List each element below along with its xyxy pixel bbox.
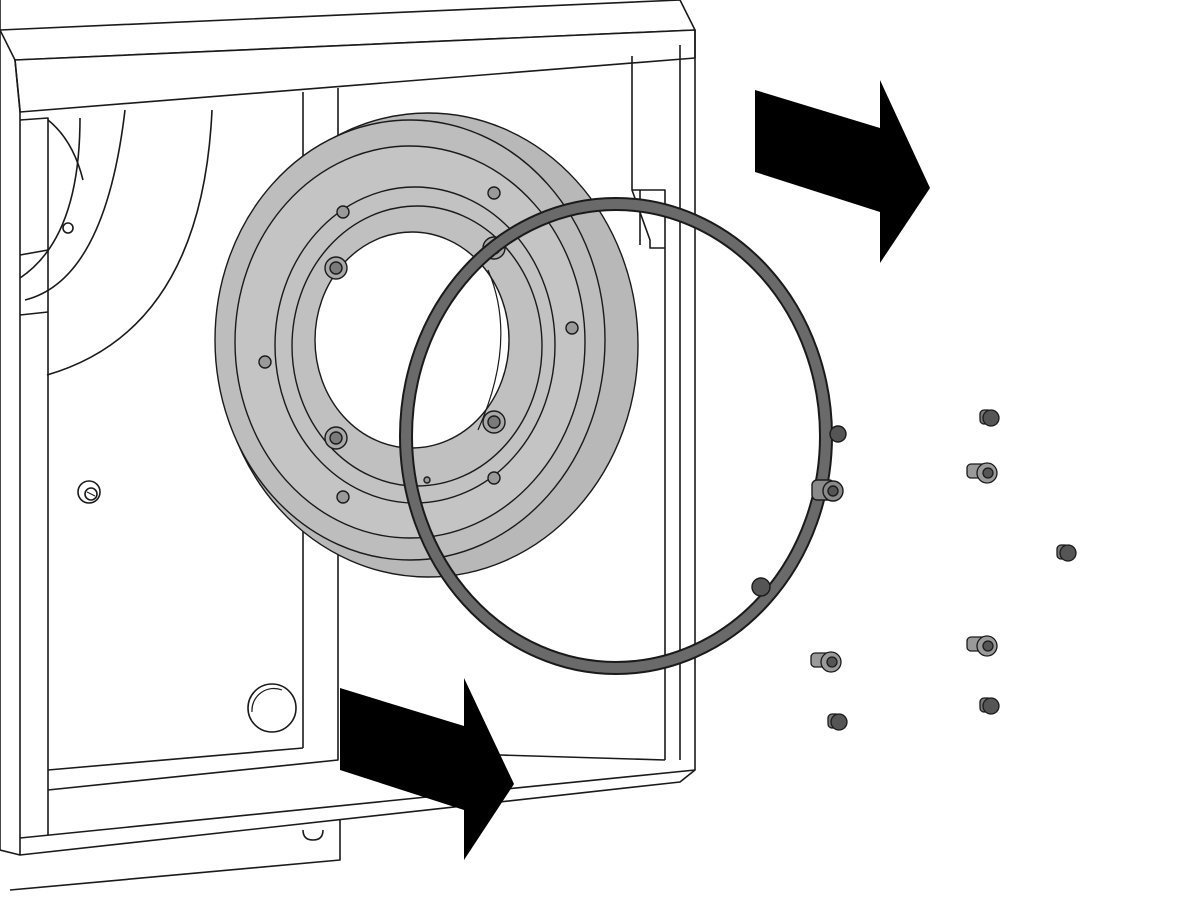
housing-port-hole: [247, 683, 297, 733]
arrow-right-icon: [755, 80, 930, 263]
retaining-ring: [399, 197, 847, 675]
flange-hole: [487, 186, 501, 200]
housing-left-wall-inner2: [19, 117, 49, 835]
flange-hole: [258, 355, 272, 369]
flange-hole: [487, 471, 501, 485]
screw-icon: [979, 409, 1000, 427]
flange-hole: [423, 476, 431, 484]
removal-arrows: [340, 80, 930, 860]
ring-bolt: [751, 577, 771, 597]
ring-bolt: [829, 425, 847, 443]
housing-screw: [77, 480, 101, 504]
screw-icon: [1056, 544, 1077, 562]
screw-icon: [966, 635, 998, 657]
flange-hole: [565, 321, 579, 335]
flange-hole: [336, 205, 350, 219]
housing-left-wall-inner: [14, 59, 21, 838]
screw-icon: [827, 713, 848, 731]
arrow-right-icon: [340, 678, 514, 860]
flange-hole: [336, 490, 350, 504]
flange-inner-bolt: [324, 426, 348, 450]
ring-bolt: [811, 479, 844, 502]
screw-icon: [966, 462, 998, 484]
screw-group: [810, 409, 1077, 731]
housing-rear-arc: [46, 109, 213, 376]
flange-inner-bolt: [482, 410, 506, 434]
screw-icon: [810, 651, 842, 673]
screw-icon: [979, 697, 1000, 715]
flange-inner-bolt: [324, 256, 348, 280]
